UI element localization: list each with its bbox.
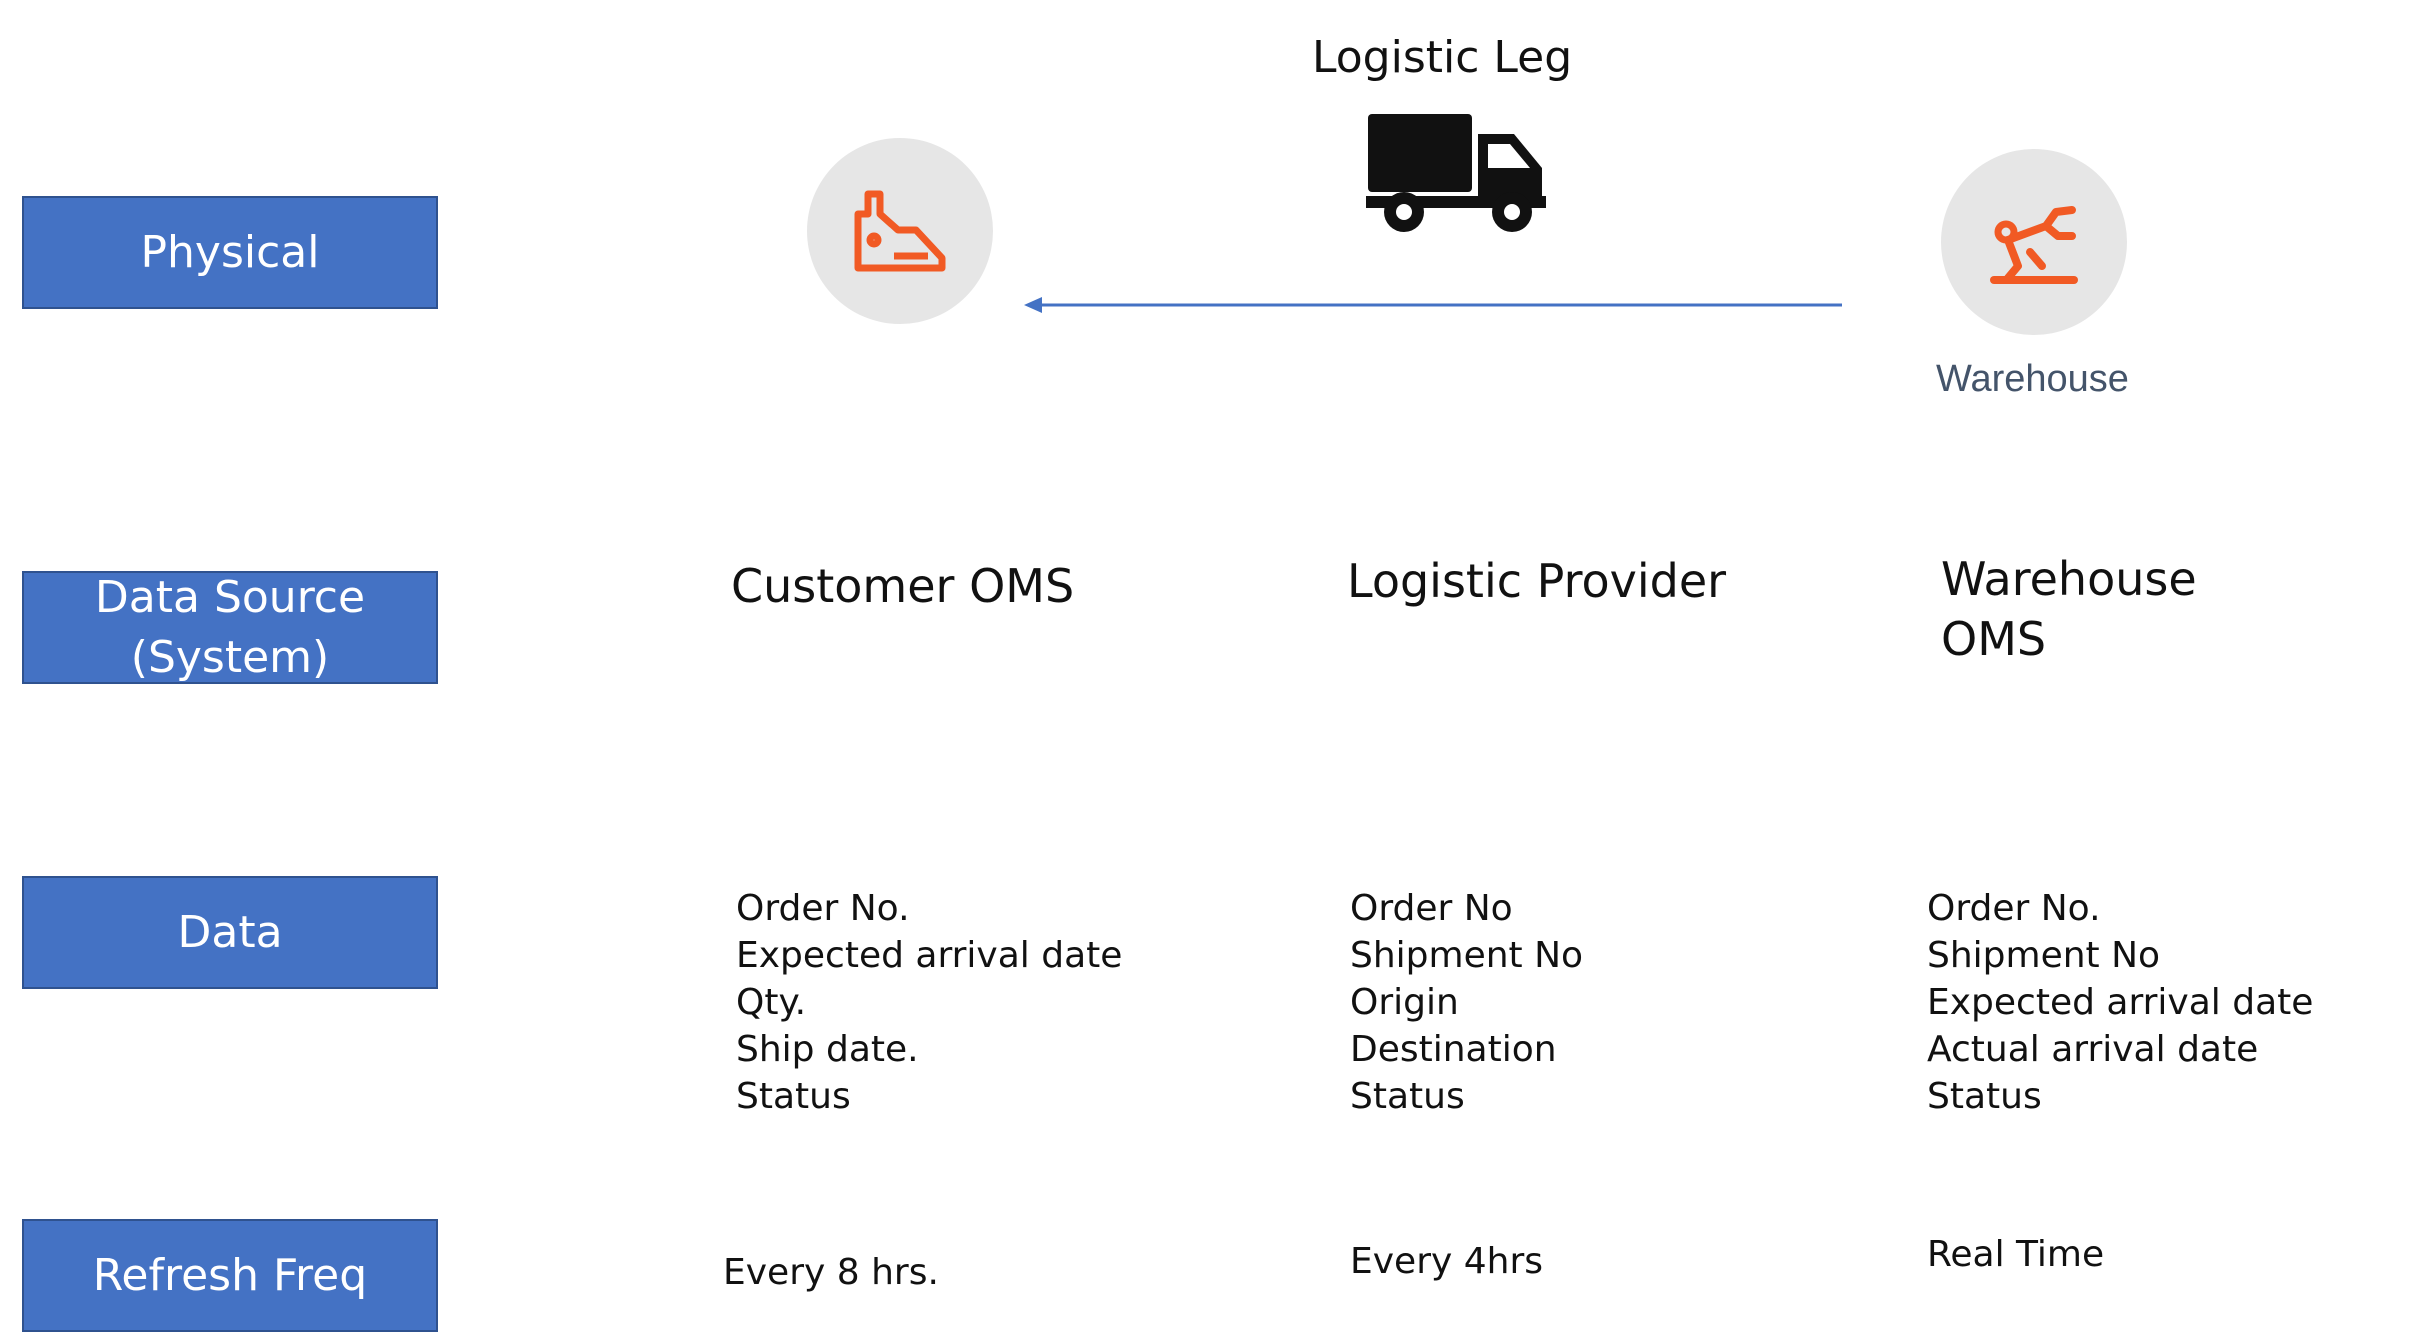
customer-factory-node bbox=[807, 138, 993, 324]
row-label-data-source: Data Source (System) bbox=[22, 571, 438, 684]
data-item: Actual arrival date bbox=[1927, 1029, 2259, 1070]
data-item: Status bbox=[1350, 1076, 1465, 1117]
factory-icon bbox=[850, 184, 950, 278]
flow-arrow bbox=[1024, 297, 1842, 313]
system-warehouse-oms: Warehouse OMS bbox=[1941, 552, 2197, 666]
data-item: Expected arrival date bbox=[1927, 982, 2314, 1023]
data-item: Order No. bbox=[1927, 888, 2101, 929]
refresh-logistic-provider: Every 4hrs bbox=[1350, 1241, 1544, 1282]
data-item: Expected arrival date bbox=[736, 935, 1123, 976]
data-item: Status bbox=[736, 1076, 851, 1117]
data-item: Ship date. bbox=[736, 1029, 919, 1070]
warehouse-node bbox=[1941, 149, 2127, 335]
data-item: Shipment No bbox=[1350, 935, 1584, 976]
data-item: Destination bbox=[1350, 1029, 1557, 1070]
data-list-customer-oms: Order No. Expected arrival date Qty. Shi… bbox=[736, 885, 1122, 1120]
data-item: Order No. bbox=[736, 888, 910, 929]
refresh-customer-oms: Every 8 hrs. bbox=[723, 1252, 939, 1293]
logistic-leg-title: Logistic Leg bbox=[1312, 32, 1573, 83]
data-item: Origin bbox=[1350, 982, 1459, 1023]
data-item: Shipment No bbox=[1927, 935, 2161, 976]
data-item: Status bbox=[1927, 1076, 2042, 1117]
row-label-data: Data bbox=[22, 876, 438, 989]
refresh-warehouse-oms: Real Time bbox=[1927, 1234, 2105, 1275]
data-item: Order No bbox=[1350, 888, 1513, 929]
system-customer-oms: Customer OMS bbox=[731, 559, 1075, 613]
system-logistic-provider: Logistic Provider bbox=[1347, 554, 1727, 608]
data-item: Qty. bbox=[736, 982, 807, 1023]
row-label-physical: Physical bbox=[22, 196, 438, 309]
data-list-warehouse-oms: Order No. Shipment No Expected arrival d… bbox=[1927, 885, 2313, 1120]
data-list-logistic-provider: Order No Shipment No Origin Destination … bbox=[1350, 885, 1583, 1120]
row-label-refresh-freq: Refresh Freq bbox=[22, 1219, 438, 1332]
robotic-arm-icon bbox=[1984, 192, 2084, 292]
warehouse-caption: Warehouse bbox=[1936, 358, 2129, 400]
truck-icon bbox=[1362, 108, 1550, 234]
